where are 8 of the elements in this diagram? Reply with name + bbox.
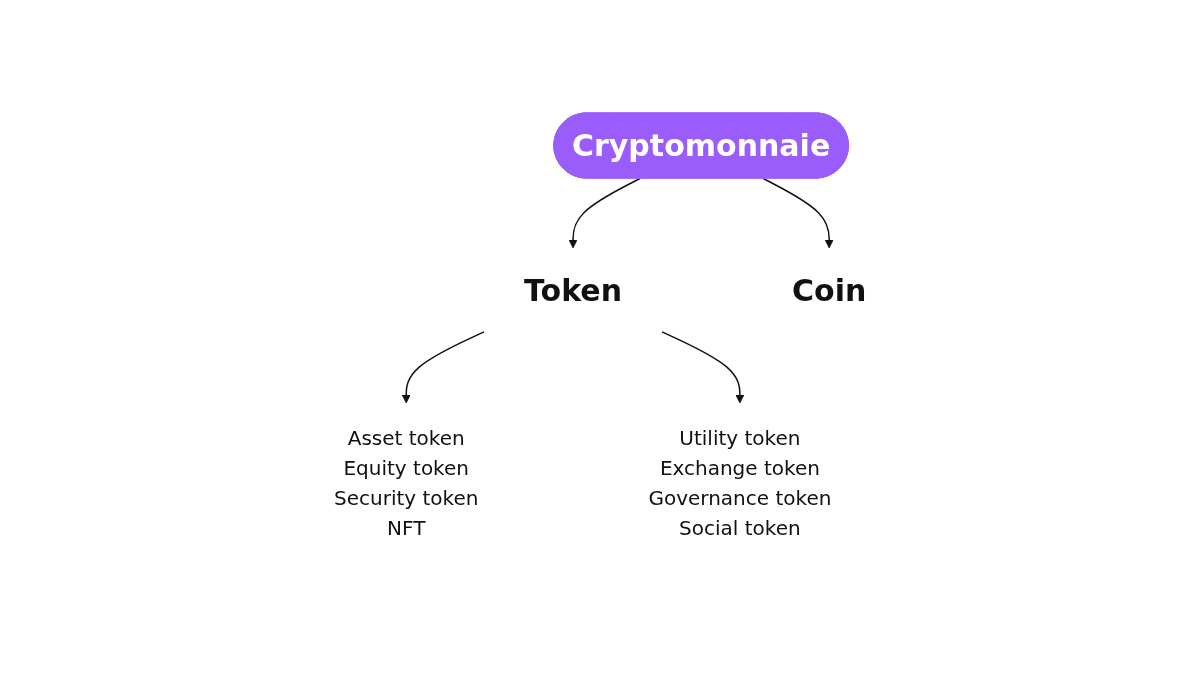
arrow: [762, 177, 834, 248]
arrow: [401, 330, 485, 403]
arrow: [661, 330, 745, 403]
arrow: [568, 177, 641, 248]
node-text: Utility token Exchange token Governance token Social token: [648, 425, 832, 540]
node-text: Token: [523, 272, 622, 308]
node-text: Asset token Equity token Security token NFT: [333, 425, 479, 540]
node-text: Coin: [791, 272, 867, 308]
